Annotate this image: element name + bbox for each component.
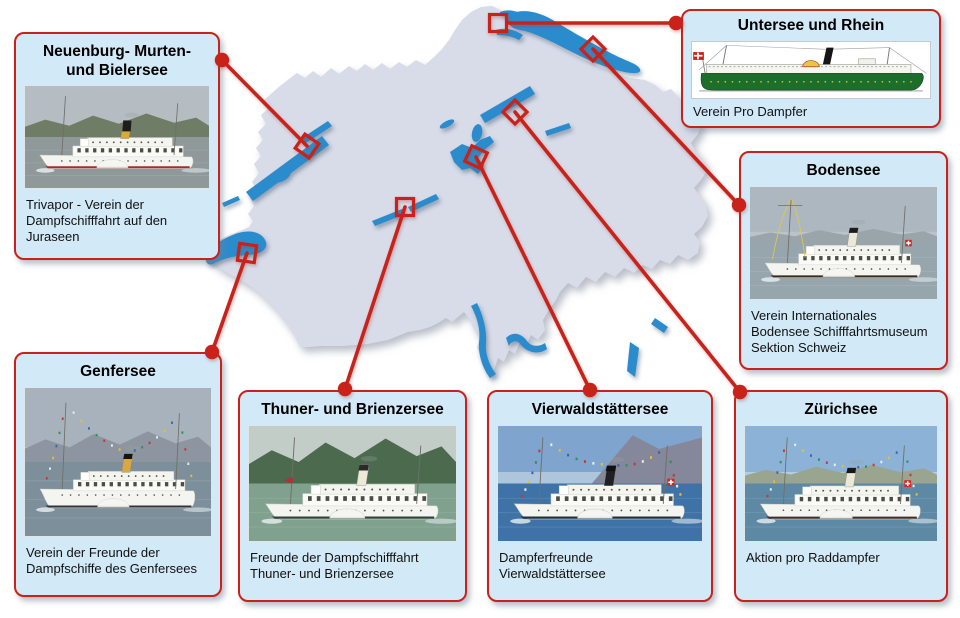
lake-card-bodensee[interactable]: Bodensee Verein Internationales Bodensee… — [739, 151, 948, 370]
card-caption: Aktion pro Raddampfer — [744, 550, 938, 566]
caption-line: Verein Internationales — [751, 307, 877, 323]
card-caption: Freunde der Dampfschifffahrt Thuner- und… — [248, 550, 457, 582]
card-caption: Trivapor - Verein der Dampfschifffahrt a… — [24, 197, 210, 245]
map-marker-untersee-rhein[interactable] — [487, 12, 509, 34]
title-line: Neuenburg- Murten- — [42, 43, 192, 60]
card-caption: Dampferfreunde Vierwaldstättersee — [497, 550, 703, 582]
card-caption: Verein der Freunde der Dampfschiffe des … — [24, 545, 212, 577]
lake-zuerichsee — [480, 86, 535, 123]
map-marker-genfersee[interactable] — [235, 241, 259, 265]
card-title: Genfersee — [24, 363, 212, 382]
caption-line: Verein Pro Dampfer — [693, 103, 808, 119]
lake-como-fragment-2 — [627, 342, 639, 377]
lake-card-neuenburg[interactable]: Neuenburg- Murten- und Bielersee Trivapo… — [14, 32, 220, 260]
caption-line: Dampferfreunde — [499, 549, 593, 565]
lake-card-thunersee[interactable]: Thuner- und Brienzersee Freunde der Damp… — [238, 390, 467, 602]
card-title: Thuner- und Brienzersee — [248, 401, 457, 420]
ship-photo-vierwaldstaettersee — [497, 424, 703, 542]
card-caption: Verein Internationales Bodensee Schifffa… — [749, 308, 938, 356]
card-title: Neuenburg- Murten- und Bielersee — [24, 43, 210, 80]
map-marker-vierwaldstaettersee[interactable] — [462, 143, 490, 171]
caption-line: Trivapor - Verein der — [26, 197, 145, 213]
caption-line: Dampfschifffahrt auf den — [26, 213, 168, 229]
lake-vierwaldstaettersee — [450, 136, 494, 174]
caption-line: Bodensee Schifffahrtsmuseum — [751, 323, 928, 339]
caption-line: Freunde der Dampfschifffahrt — [250, 549, 419, 565]
caption-line: Thuner- und Brienzersee — [250, 565, 394, 581]
lake-joux — [222, 196, 240, 207]
caption-line: Verein der Freunde der — [26, 544, 160, 560]
card-title: Zürichsee — [744, 401, 938, 420]
card-title: Untersee und Rhein — [691, 17, 931, 36]
map-marker-zuerichsee[interactable] — [500, 97, 530, 127]
lake-zugersee — [471, 124, 483, 142]
ship-photo-bodensee — [749, 185, 938, 300]
title-line: Thuner- und Brienzersee — [261, 401, 444, 418]
card-title: Vierwaldstättersee — [497, 401, 703, 420]
lake-neuenburgersee — [246, 136, 329, 201]
title-line: Zürichsee — [804, 401, 878, 418]
ship-photo-neuenburg — [24, 85, 210, 190]
title-line: Genfersee — [80, 363, 156, 380]
lake-como-fragment-1 — [651, 318, 668, 333]
ship-photo-genfersee — [24, 386, 212, 537]
lake-card-genfersee[interactable]: Genfersee Verein der Freunde der Dampfsc… — [14, 352, 222, 597]
switzerland-outline — [205, 6, 708, 379]
lake-brienzersee — [408, 194, 439, 212]
lake-card-zuerichsee[interactable]: Zürichsee Aktion pro Raddampfer — [734, 390, 948, 602]
card-title: Bodensee — [749, 162, 938, 181]
lake-card-vierwaldstaettersee[interactable]: Vierwaldstättersee Dampferfreunde Vierwa… — [487, 390, 713, 602]
title-line: Vierwaldstättersee — [531, 401, 669, 418]
ship-drawing-untersee — [691, 40, 931, 99]
caption-line: Vierwaldstättersee — [499, 565, 606, 581]
ship-photo-zuerichsee — [744, 424, 938, 542]
lake-sempachersee — [439, 119, 455, 129]
caption-line: Aktion pro Raddampfer — [746, 549, 880, 565]
caption-line: Sektion Schweiz — [751, 339, 847, 355]
map-marker-thunersee[interactable] — [394, 196, 416, 218]
lake-murtensee — [275, 169, 291, 183]
caption-line: Juraseen — [26, 229, 80, 245]
title-line: Bodensee — [806, 162, 881, 179]
title-line: und Bielersee — [66, 61, 168, 79]
card-caption: Verein Pro Dampfer — [691, 104, 931, 120]
lake-card-untersee-rhein[interactable]: Untersee und Rhein Verein Pro Dampfer — [681, 9, 941, 128]
map-marker-bodensee[interactable] — [578, 34, 608, 64]
map-marker-neuenburgersee[interactable] — [292, 131, 322, 161]
caption-line: Dampfschiffe des Genfersees — [26, 560, 198, 576]
title-line: Untersee und Rhein — [737, 17, 885, 34]
ship-photo-thunersee — [248, 424, 457, 542]
